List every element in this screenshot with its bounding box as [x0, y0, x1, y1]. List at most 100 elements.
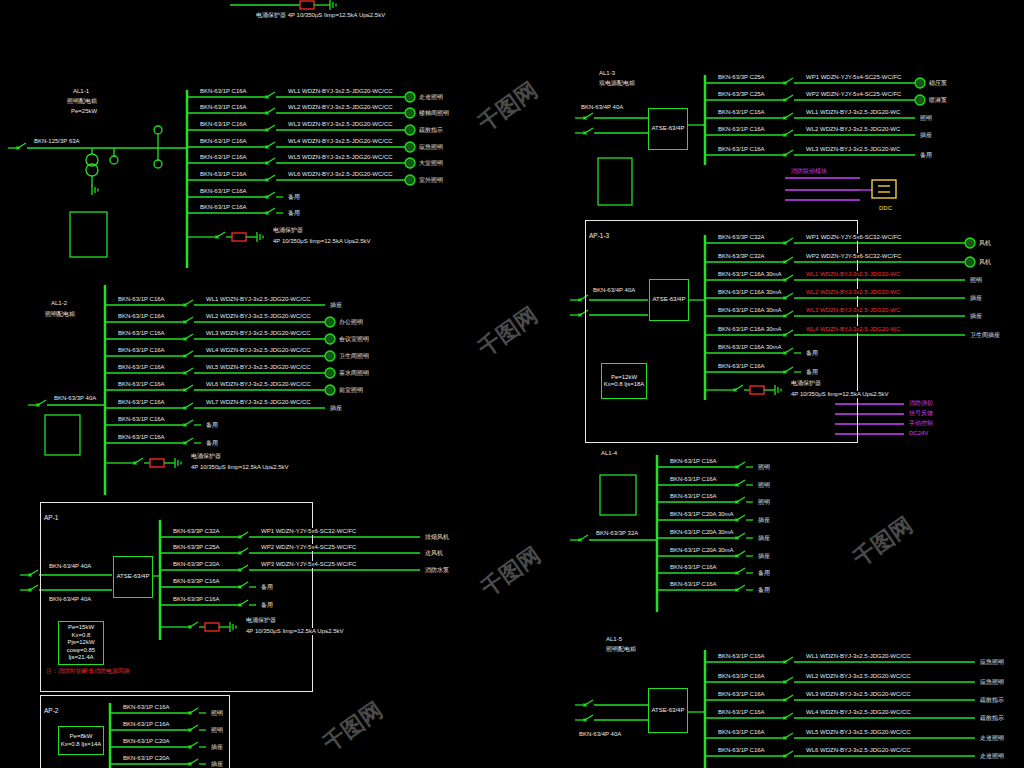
wire: [780, 389, 781, 392]
wire: [736, 466, 739, 469]
spd-symbol: [300, 1, 314, 9]
wire: [113, 148, 114, 156]
wire: [184, 389, 187, 392]
panel-note: BKN-63/4P 40A: [592, 287, 636, 294]
breaker-label: BKN-63/3P C16A: [172, 596, 221, 603]
load-label: 喷淋泵: [928, 97, 948, 104]
watermark: 千图网: [474, 303, 542, 361]
breaker-label: BKN-63/1P C16A 30mA: [717, 307, 783, 314]
spd-rating: 4P 10/350μS Iimp=12.5kA Up≤2.5kV: [790, 391, 890, 398]
load-label: 插座: [919, 132, 933, 139]
cable-label: WL5 WDZN-BYJ-3x2.5-JDG20-WC/CC: [287, 154, 394, 161]
wire: [746, 589, 753, 590]
wire: [17, 147, 20, 150]
panel-note: DDC: [878, 205, 893, 212]
wire: [657, 555, 737, 556]
load-symbol: [325, 385, 335, 395]
load-label: 备用: [205, 422, 219, 429]
wire: [688, 711, 705, 712]
breaker-label: BKN-63/1P C16A: [717, 691, 766, 698]
wire: [110, 746, 190, 747]
wire: [705, 99, 785, 100]
wire: [784, 261, 787, 264]
wire: [657, 589, 737, 590]
wire: [736, 484, 739, 487]
wire: [17, 147, 20, 150]
ats-box: ATSE-63/4P: [648, 108, 688, 150]
box-text: Pe=8kW Kx=0.8 Ijs=14A: [60, 733, 102, 748]
wire: [584, 117, 587, 120]
wire: [266, 212, 269, 215]
wire: [194, 407, 325, 408]
box-text: ATSE-63/4P: [117, 573, 150, 581]
breaker-label: BKN-63/1P C16A: [117, 313, 166, 320]
load-symbol: [915, 78, 925, 88]
cable-label: WL3 WDZN-BYJ-3x2.5-JDG20-WC/CC: [205, 330, 312, 337]
breaker-label: BKN-63/3P C25A: [717, 74, 766, 81]
wire: [784, 371, 787, 374]
wire: [736, 537, 739, 540]
wire: [705, 82, 785, 83]
wire: [746, 501, 753, 502]
wire: [187, 112, 267, 113]
spd-symbol: [150, 459, 164, 467]
wire: [91, 176, 92, 186]
load-label: 排烟风机: [424, 534, 450, 541]
wire: [736, 519, 739, 522]
wire: [784, 737, 787, 740]
wire: [266, 196, 269, 199]
wire: [332, 2, 333, 8]
wire: [276, 129, 405, 130]
wire: [584, 704, 587, 707]
breaker-label: BKN-63/1P C16A: [199, 154, 248, 161]
wire: [94, 187, 95, 193]
wire: [184, 424, 187, 427]
wire: [705, 389, 735, 390]
wire: [579, 539, 582, 542]
wire: [160, 552, 240, 553]
wire: [570, 299, 580, 300]
wire: [688, 124, 705, 125]
wire: [266, 162, 269, 165]
load-symbol: [154, 160, 162, 168]
wire: [239, 569, 242, 572]
spd-rating: 4P 10/350μS Iimp=12.5kA Up≤2.5kV: [190, 464, 290, 471]
wire: [657, 572, 737, 573]
wire: [239, 552, 242, 555]
panel-note: AL1-4: [600, 450, 618, 457]
load-label: 疏散指示: [418, 127, 444, 134]
wire: [579, 539, 582, 542]
wire: [97, 189, 98, 192]
wire: [184, 338, 187, 341]
load-label: 备用: [260, 602, 274, 609]
load-symbol: [110, 156, 118, 164]
wire: [187, 162, 267, 163]
wire: [160, 604, 240, 605]
parameter-box: Pe=15kW Kx=0.8 Pjs=12kW cosφ=0.85 Ijs=21…: [58, 621, 104, 665]
breaker-label: BKN-63/1P C16A: [199, 188, 248, 195]
wire: [575, 704, 585, 705]
box-text: ATSE-63/4P: [652, 125, 685, 133]
wire: [705, 279, 785, 280]
wire: [835, 433, 904, 434]
spd-rating: 4P 10/350μS Iimp=12.5kA Up≤2.5kV: [245, 628, 345, 635]
wire: [184, 355, 187, 358]
wire: [47, 404, 105, 405]
wire: [705, 242, 785, 243]
panel-heading: AP-2: [44, 707, 58, 715]
load-label: 备用: [260, 584, 274, 591]
breaker-label: BKN-63/1P C16A: [122, 704, 171, 711]
wire: [266, 129, 269, 132]
wire: [249, 536, 420, 537]
wire: [105, 321, 185, 322]
wire: [746, 572, 753, 573]
load-symbol: [154, 126, 162, 134]
load-label: 插座: [757, 553, 771, 560]
box-text: ATSE-63/4P: [653, 296, 686, 304]
breaker-label: BKN-63/3P C32A: [172, 528, 221, 535]
panel-note: DC24V: [908, 430, 929, 437]
wire: [764, 389, 775, 390]
wire: [746, 466, 753, 467]
breaker-label: BKN-63/1P C16A 30mA: [717, 326, 783, 333]
breaker-label: BKN-63/1P C16A: [117, 434, 166, 441]
